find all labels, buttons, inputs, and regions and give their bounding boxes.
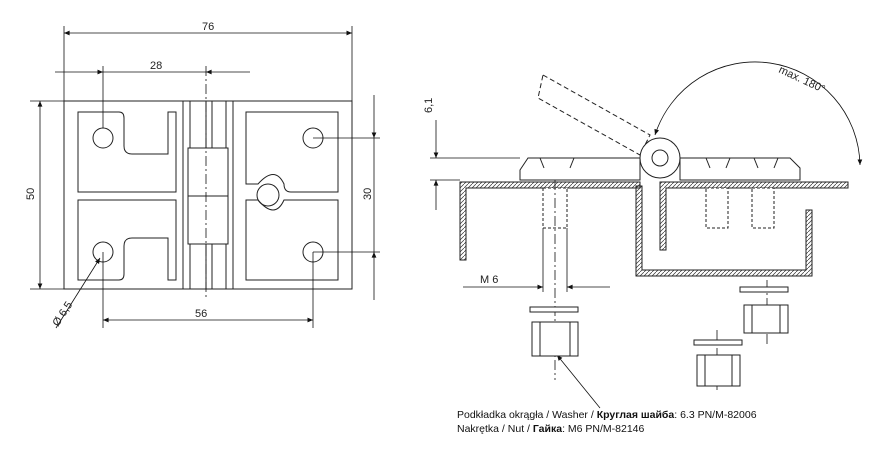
dim-thread: M 6 [480, 274, 498, 286]
mount-hole [92, 127, 114, 149]
pin [651, 149, 669, 167]
dim-30: 30 [362, 188, 374, 200]
fasteners [529, 286, 789, 387]
center-hole [256, 183, 280, 207]
bolt [705, 187, 729, 229]
hinge-top-view [63, 100, 353, 290]
washer [693, 339, 743, 346]
bolt [751, 187, 775, 229]
dimensions-top-view [30, 26, 380, 329]
caption-washer: Podkładka okrągła / Washer / Круглая шай… [457, 409, 757, 421]
dimensions-section-view [430, 61, 863, 409]
nut [743, 304, 789, 334]
dim-angle: max. 180° [777, 64, 827, 96]
washer [529, 306, 579, 313]
washer [739, 286, 789, 293]
dim-thickness: 6,1 [423, 98, 435, 113]
dim-50: 50 [25, 188, 37, 200]
dim-76: 76 [202, 21, 214, 33]
nut [531, 321, 579, 357]
dim-28: 28 [150, 60, 162, 72]
caption-nut: Nakrętka / Nut / Гайка: M6 PN/M-82146 [457, 423, 645, 435]
hinge-section-view [459, 74, 849, 277]
dim-56: 56 [195, 308, 207, 320]
dim-hole-diameter: Ø 6,5 [50, 300, 75, 329]
knuckle-outline [182, 100, 234, 290]
nut [696, 354, 741, 387]
